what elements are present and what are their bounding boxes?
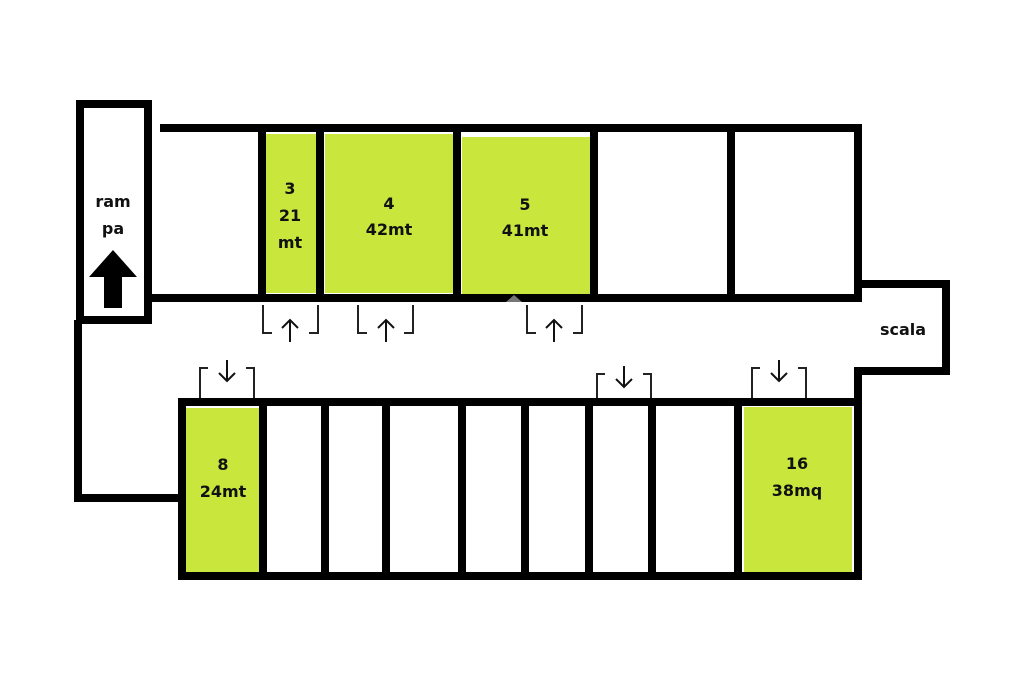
unit-4-area: 42mt	[366, 220, 413, 239]
marker-icon	[506, 295, 522, 302]
unit-5-area: 41mt	[502, 221, 549, 240]
unit-3-area: 21	[279, 206, 301, 225]
arrow-up-icon	[89, 250, 137, 308]
arrow-down-icon	[770, 360, 788, 383]
unit-3-area-unit: mt	[278, 233, 303, 252]
unit-5-number: 5	[519, 195, 530, 214]
unit-4-number: 4	[383, 194, 394, 213]
unit-5-fill[interactable]	[462, 137, 590, 294]
ramp-label: pa	[102, 219, 124, 238]
ramp-label: ram	[95, 192, 130, 211]
unit-16-area: 38mq	[772, 481, 822, 500]
door-unit-13[interactable]	[596, 366, 652, 398]
stairs-box	[854, 280, 950, 404]
unit-8-fill[interactable]	[186, 408, 260, 573]
ramp-box	[76, 100, 152, 324]
bottom-dividers	[259, 402, 742, 576]
arrow-up-icon	[377, 318, 395, 342]
door-unit-8[interactable]	[199, 360, 255, 398]
top-dividers	[258, 128, 735, 298]
door-unit-3[interactable]	[262, 305, 319, 342]
unit-8-area: 24mt	[200, 482, 247, 501]
door-unit-16[interactable]	[751, 360, 807, 398]
unit-8-number: 8	[217, 455, 228, 474]
unit-16-fill[interactable]	[744, 407, 852, 573]
unit-3-fill[interactable]	[265, 134, 317, 293]
left-wall	[74, 320, 182, 502]
door-unit-5[interactable]	[526, 305, 583, 342]
arrow-up-icon	[545, 318, 563, 342]
arrow-down-icon	[218, 360, 236, 383]
door-unit-4[interactable]	[357, 305, 414, 342]
bottom-row	[178, 398, 862, 580]
arrow-down-icon	[615, 366, 633, 389]
arrow-up-icon	[281, 318, 299, 342]
stairs-label: scala	[880, 320, 926, 339]
unit-3-number: 3	[284, 179, 295, 198]
unit-4-fill[interactable]	[325, 134, 453, 293]
unit-16-number: 16	[786, 454, 808, 473]
